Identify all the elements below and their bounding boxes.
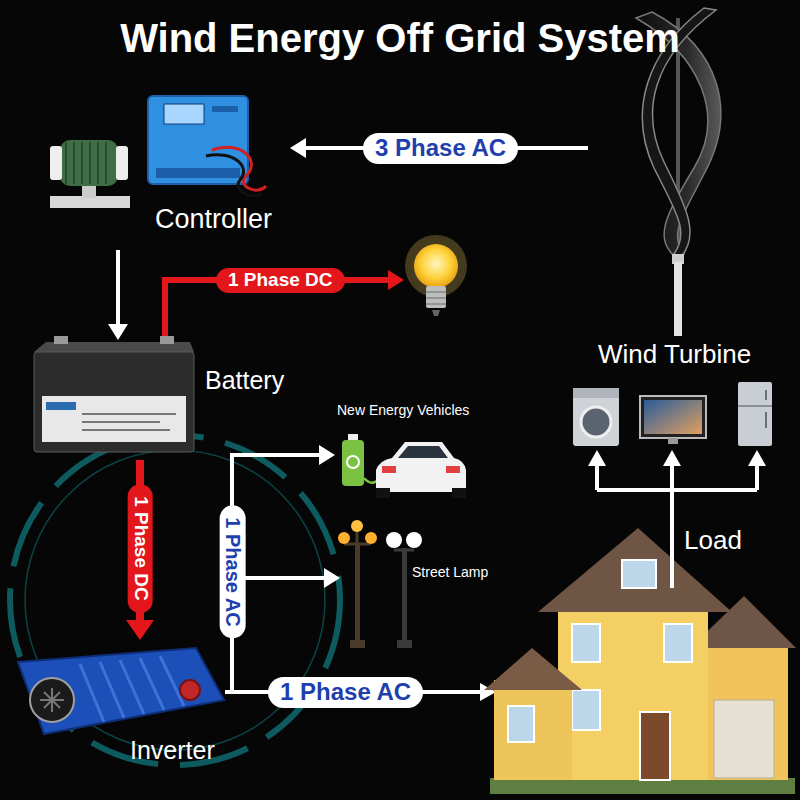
arrowhead [108, 324, 128, 340]
diagram-title: Wind Energy Off Grid System [0, 14, 800, 62]
wire-label: 1 Phase DC [216, 268, 345, 293]
house-figure [484, 528, 796, 794]
connector [126, 460, 154, 640]
decor-ring [10, 435, 340, 765]
wire-label: 1 Phase AC [268, 677, 423, 708]
arrowhead [126, 620, 154, 640]
edge-label: 3 Phase AC [363, 133, 518, 164]
battery-figure [34, 336, 194, 452]
node-caption: New Energy Vehicles [337, 402, 469, 418]
controller-node: Controller [40, 88, 290, 250]
connector-line [116, 250, 120, 326]
node-caption: Street Lamp [412, 564, 488, 580]
node-caption: Battery [205, 366, 284, 395]
light-bulb [405, 235, 467, 316]
node-caption: Controller [155, 204, 272, 235]
inverter-figure [18, 648, 224, 734]
edge-label: 1 Phase DC [128, 484, 153, 613]
arrowhead [324, 568, 340, 588]
node-caption: Wind Turbine [598, 340, 751, 370]
street-lamp-figure [338, 520, 422, 648]
vehicle-node: New Energy Vehicles [335, 400, 505, 502]
vehicle-figure [342, 434, 466, 498]
street-lamp-node: Street Lamp [340, 520, 510, 652]
wind-turbine-node: Wind Turbine [588, 8, 783, 380]
node-caption: Inverter [130, 736, 215, 765]
controller-figure [50, 96, 266, 208]
arrowhead [319, 445, 335, 465]
appliances [573, 382, 772, 446]
connector [108, 250, 128, 340]
arrowhead [290, 138, 306, 158]
battery-node: Battery [25, 340, 310, 460]
edge-label: 1 Phase AC [220, 505, 246, 638]
load-wires [588, 450, 766, 588]
inverter-node: Inverter [10, 640, 225, 770]
flow-label: Load [684, 526, 742, 556]
